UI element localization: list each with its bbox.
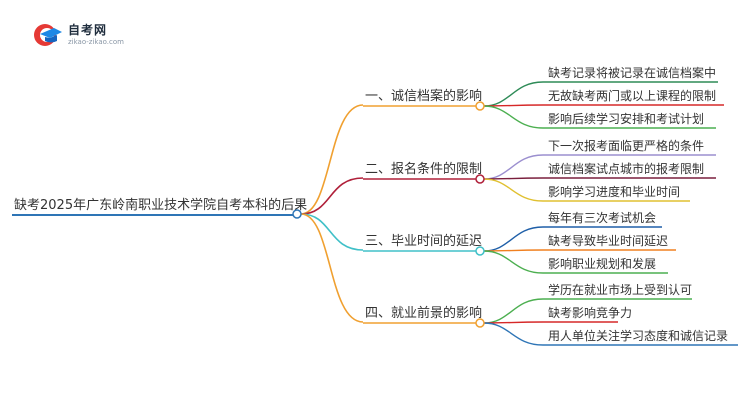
branch-label: 四、就业前景的影响 <box>365 305 482 321</box>
root-label: 缺考2025年广东岭南职业技术学院自考本科的后果 <box>14 197 307 213</box>
edge-branch-3-leaf-1 <box>483 226 544 252</box>
logo-title: 自考网 <box>68 23 108 37</box>
root-node[interactable]: 缺考2025年广东岭南职业技术学院自考本科的后果 <box>12 197 307 219</box>
edge-root-branch-3 <box>300 213 364 251</box>
leaf-label: 影响学习进度和毕业时间 <box>548 184 680 199</box>
leaf-node-4-3[interactable]: 用人单位关注学习态度和诚信记录 <box>543 328 738 346</box>
branch-node-3[interactable]: 三、毕业时间的延迟 <box>363 233 485 256</box>
branch-connector-dot <box>475 101 485 111</box>
leaf-label: 下一次报考面临更严格的条件 <box>548 138 704 153</box>
edge-branch-4-leaf-1 <box>483 298 544 324</box>
leaf-node-2-1[interactable]: 下一次报考面临更严格的条件 <box>543 138 716 156</box>
edge-layer <box>300 81 544 346</box>
leaf-label: 用人单位关注学习态度和诚信记录 <box>548 328 728 343</box>
branch-connector-dot <box>475 318 485 328</box>
leaf-node-2-3[interactable]: 影响学习进度和毕业时间 <box>543 184 690 202</box>
edge-branch-4-leaf-3 <box>483 322 544 346</box>
edge-branch-2-leaf-3 <box>483 178 544 202</box>
leaf-label: 影响职业规划和发展 <box>548 256 656 271</box>
leaf-label: 无故缺考两门或以上课程的限制 <box>548 88 716 103</box>
leaf-node-3-2[interactable]: 缺考导致毕业时间延迟 <box>543 233 676 251</box>
leaf-node-4-1[interactable]: 学历在就业市场上受到认可 <box>543 282 692 300</box>
leaf-node-1-1[interactable]: 缺考记录将被记录在诚信档案中 <box>543 65 718 83</box>
branch-label: 二、报名条件的限制 <box>365 161 482 177</box>
edge-root-branch-4 <box>300 213 364 323</box>
branch-node-4[interactable]: 四、就业前景的影响 <box>363 305 485 328</box>
logo-url: zikao-zikao.com <box>68 38 124 46</box>
leaf-label: 缺考影响竞争力 <box>548 305 632 320</box>
branch-label: 三、毕业时间的延迟 <box>365 233 482 249</box>
branch-layer: 一、诚信档案的影响 缺考记录将被记录在诚信档案中无故缺考两门或以上课程的限制影响后… <box>363 65 738 346</box>
edge-root-branch-1 <box>300 104 364 215</box>
leaf-node-2-2[interactable]: 诚信档案试点城市的报考限制 <box>543 161 716 179</box>
leaf-node-3-1[interactable]: 每年有三次考试机会 <box>543 210 662 228</box>
root-connector-dot <box>292 209 302 219</box>
edge-branch-2-leaf-1 <box>483 154 544 180</box>
leaf-label: 诚信档案试点城市的报考限制 <box>548 161 704 176</box>
leaf-node-1-3[interactable]: 影响后续学习安排和考试计划 <box>543 111 716 129</box>
branch-connector-dot <box>475 174 485 184</box>
leaf-label: 学历在就业市场上受到认可 <box>548 282 692 297</box>
branch-label: 一、诚信档案的影响 <box>365 88 482 104</box>
leaf-label: 每年有三次考试机会 <box>548 210 656 225</box>
edge-branch-1-leaf-3 <box>483 105 544 129</box>
branch-connector-dot <box>475 246 485 256</box>
site-logo[interactable]: 自考网 zikao-zikao.com <box>32 20 142 52</box>
edge-root-branch-2 <box>300 177 364 215</box>
leaf-node-3-3[interactable]: 影响职业规划和发展 <box>543 256 668 274</box>
edge-branch-3-leaf-3 <box>483 250 544 274</box>
branch-node-1[interactable]: 一、诚信档案的影响 <box>363 88 485 111</box>
edge-branch-1-leaf-1 <box>483 81 544 107</box>
leaf-label: 影响后续学习安排和考试计划 <box>548 111 704 126</box>
leaf-node-4-2[interactable]: 缺考影响竞争力 <box>543 305 632 323</box>
leaf-label: 缺考导致毕业时间延迟 <box>548 233 668 248</box>
leaf-node-1-2[interactable]: 无故缺考两门或以上课程的限制 <box>543 88 724 106</box>
branch-node-2[interactable]: 二、报名条件的限制 <box>363 161 485 184</box>
leaf-label: 缺考记录将被记录在诚信档案中 <box>548 65 716 80</box>
logo-mark-icon <box>34 24 62 46</box>
